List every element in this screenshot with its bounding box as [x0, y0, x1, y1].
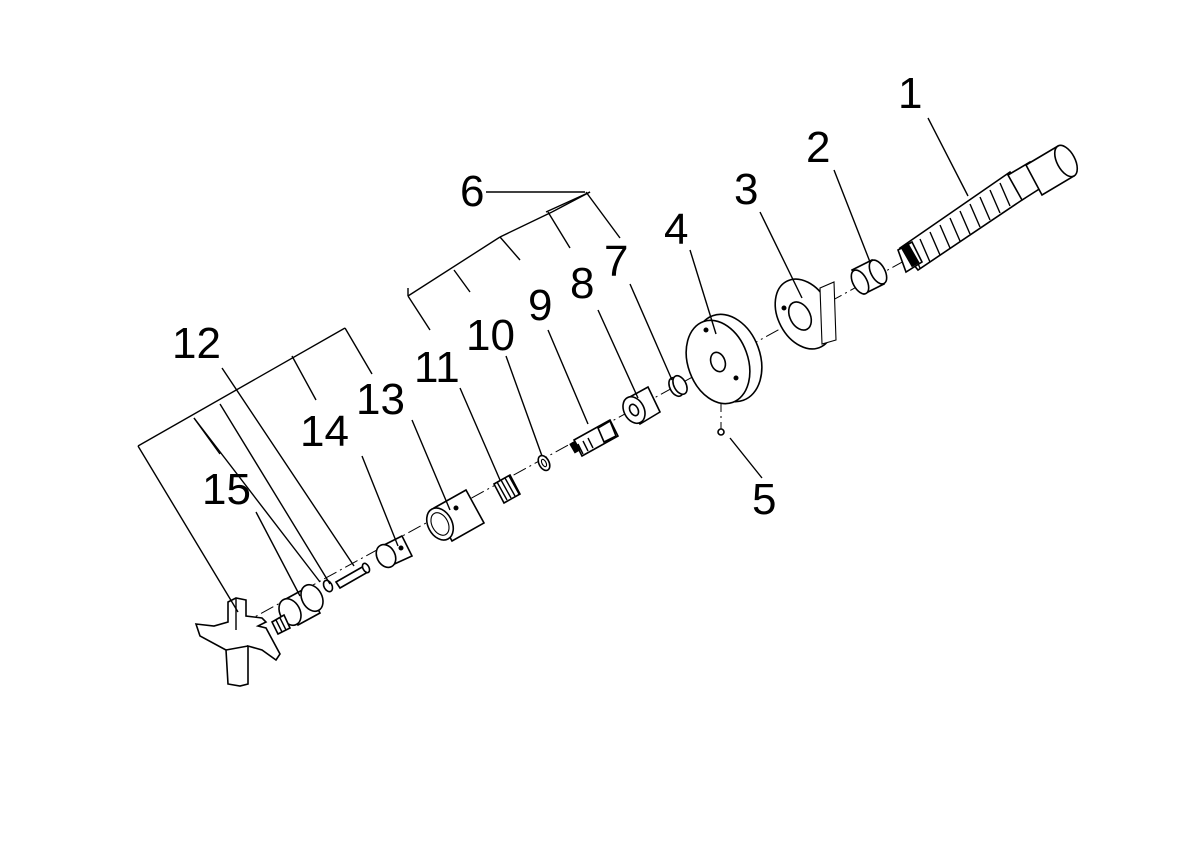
part-8-bushing: [622, 385, 662, 426]
part-5-screw: [717, 428, 725, 436]
part-11-adapter: [492, 473, 522, 505]
cross-handle: [194, 597, 281, 687]
part-labels: 1 2 3 4 5 6 7 8 9 10 11 12 13 14 15: [172, 69, 922, 524]
label-13: 13: [356, 375, 405, 424]
label-4: 4: [664, 205, 688, 254]
part-7-ring: [668, 374, 688, 398]
label-15: 15: [202, 465, 251, 514]
part-15-hub: [270, 583, 324, 636]
label-1: 1: [898, 69, 922, 118]
label-3: 3: [734, 165, 758, 214]
label-11: 11: [414, 343, 460, 392]
part-2-nut: [850, 258, 888, 296]
part-4-escutcheon: [685, 313, 763, 405]
part-3-flange: [774, 278, 837, 350]
label-14: 14: [300, 407, 349, 456]
part-10-o-ring: [537, 454, 551, 472]
label-2: 2: [806, 123, 830, 172]
part-14-cap-ring: [375, 534, 414, 569]
part-9-spindle: [569, 418, 620, 458]
label-12: 12: [172, 319, 221, 368]
label-9: 9: [528, 281, 552, 330]
label-5: 5: [752, 475, 776, 524]
leader-lines: [137, 117, 969, 613]
label-7: 7: [604, 237, 628, 286]
label-6: 6: [460, 167, 484, 216]
part-13-sleeve: [425, 488, 486, 543]
label-10: 10: [466, 311, 515, 360]
label-8: 8: [570, 259, 594, 308]
part-1-cartridge: [897, 144, 1079, 274]
part-12-screw-washer: [322, 562, 371, 593]
